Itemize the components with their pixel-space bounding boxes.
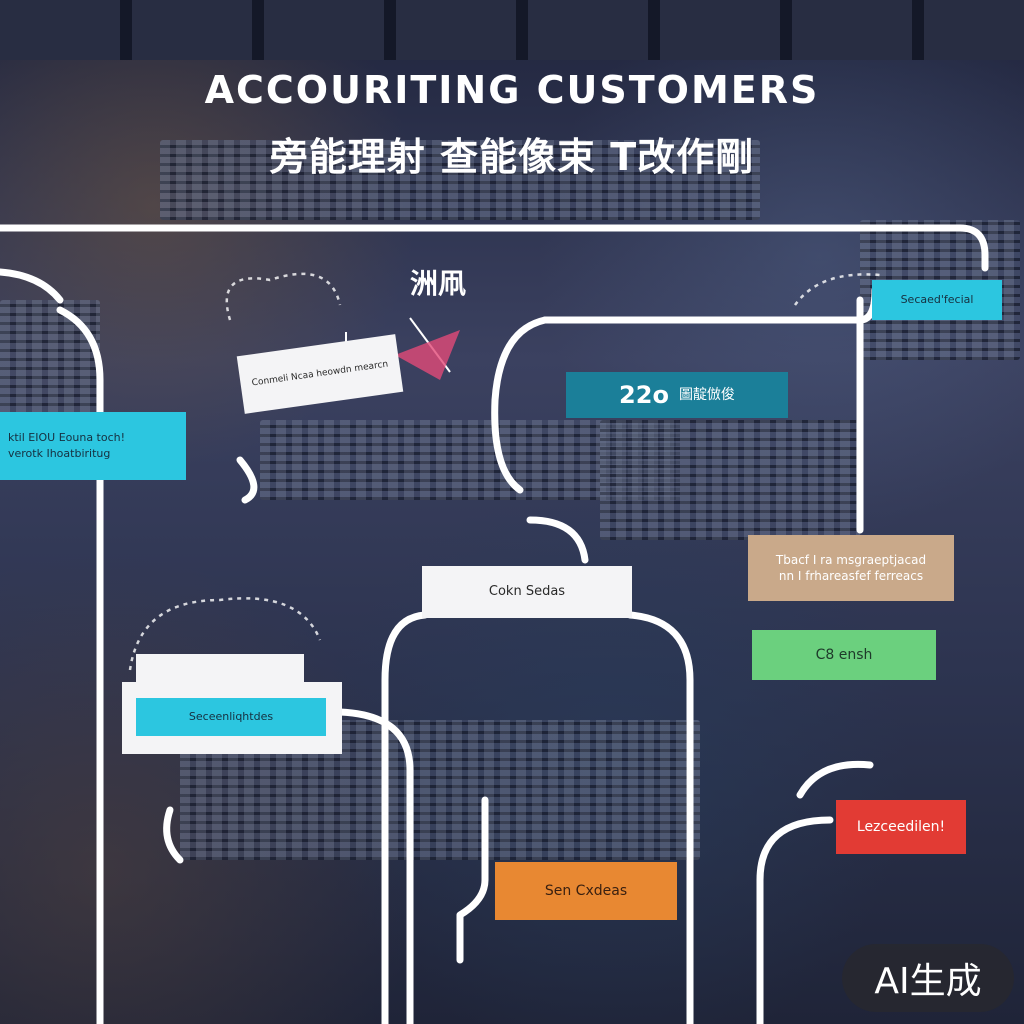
node-orange[interactable]: Sen Cxdeas [495, 862, 677, 920]
node-left-card[interactable]: Seceenliqhtdes [122, 682, 342, 754]
dashed-outline [793, 273, 881, 306]
rack-panel [600, 420, 860, 540]
center-right-vertical [626, 611, 694, 1024]
node-green[interactable]: C8 ensh [752, 630, 936, 680]
floating-top-label: 洲凧 [410, 267, 467, 300]
center-down-line [526, 516, 589, 564]
dashed-outline [225, 272, 342, 321]
center-to-right-line [541, 286, 879, 324]
node-red[interactable]: Lezceedilen! [836, 800, 966, 854]
left-box-down-line [336, 708, 414, 1024]
node-top-right[interactable]: Secaed'fecial [872, 280, 1002, 320]
node-center-teal[interactable]: 22o 圖靛倣俊 [566, 372, 788, 418]
top-bus-line [0, 224, 989, 272]
page-title: ACCOURITING CUSTOMERS [204, 68, 820, 112]
pink-accent-shape [395, 330, 460, 380]
node-left-cyan[interactable]: ktil EIOU Eouna toch! verotk Ihoatbiritu… [0, 412, 186, 480]
red-top-arc [796, 760, 874, 799]
teal-number: 22o [619, 381, 669, 409]
center-left-vertical [381, 611, 429, 1024]
top-monitor-strip [0, 0, 1024, 60]
red-down-line [756, 816, 834, 1024]
bottom-left-hook [163, 806, 184, 864]
node-middle-right[interactable]: Tbacf I ra msgraeptjacad nn I frhareasfe… [748, 535, 954, 601]
node-left-card-back [136, 654, 304, 684]
rack-panel [160, 140, 760, 220]
dashed-outline [128, 597, 322, 671]
page-subtitle: 旁能理射 查能像束 T改作剛 [269, 135, 755, 179]
left-vertical-line [56, 306, 104, 1024]
left-cyan-line: ktil EIOU Eouna toch! verotk Ihoatbiritu… [8, 431, 126, 460]
left-connector [0, 268, 64, 304]
center-curve [491, 316, 549, 494]
node-left-cyan-2: Seceenliqhtdes [136, 698, 326, 736]
node-center-white[interactable]: Cokn Sedas [422, 566, 632, 618]
orange-connector [456, 796, 489, 964]
left-cyan-hook [236, 456, 258, 504]
tan-label: Tbacf I ra msgraeptjacad nn I frhareasfe… [775, 553, 927, 583]
ai-generated-badge: AI生成 [842, 944, 1014, 1012]
teal-label: 圖靛倣俊 [678, 387, 735, 403]
